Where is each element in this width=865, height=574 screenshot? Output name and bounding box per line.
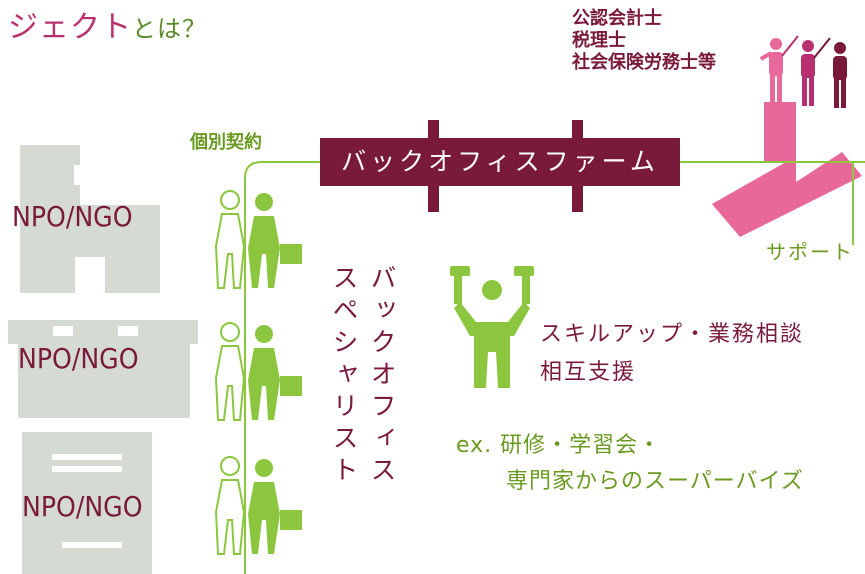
activities-line: 相互支援 [540, 360, 637, 385]
specialist-pair-icon [214, 190, 302, 289]
title-main: ジェクト [8, 10, 132, 45]
examples-text: ex. 研修・学習会・ 専門家からのスーパーバイズ [456, 428, 804, 500]
organization-label: NPO/NGO [12, 200, 133, 233]
expert-item: 公認会計士 [572, 8, 662, 29]
dumbbell-person-icon [450, 266, 534, 388]
activities-line: スキルアップ・業務相談 [540, 322, 805, 347]
expert-item: 社会保険労務士等 [572, 52, 716, 73]
page-title: ジェクトとは？ [8, 2, 207, 46]
examples-line: ex. 研修・学習会・ [456, 433, 662, 458]
examples-line: 専門家からのスーパーバイズ [506, 469, 804, 494]
title-suffix: とは？ [132, 15, 207, 43]
firm-banner: バックオフィスファーム [320, 138, 680, 186]
contract-label: 個別契約 [190, 132, 262, 153]
building-icon [22, 432, 152, 574]
activities-text: スキルアップ・業務相談 相互支援 [540, 316, 804, 392]
organization-label: NPO/NGO [22, 490, 143, 523]
expert-list: 公認会計士 税理士 社会保険労務士等 [572, 8, 716, 74]
building-icon [20, 145, 160, 293]
expert-people-icon [759, 35, 847, 108]
support-label: サポート [766, 240, 854, 264]
specialist-label-col1: バックオフィス [366, 264, 396, 488]
specialist-pair-icon [214, 456, 302, 555]
building-icon [8, 320, 198, 418]
specialist-pair-icon [214, 322, 302, 421]
expert-item: 税理士 [572, 30, 626, 51]
arrow-icon [712, 102, 862, 237]
organization-label: NPO/NGO [18, 342, 139, 375]
specialist-label-col2: スペシャリスト [328, 264, 358, 488]
